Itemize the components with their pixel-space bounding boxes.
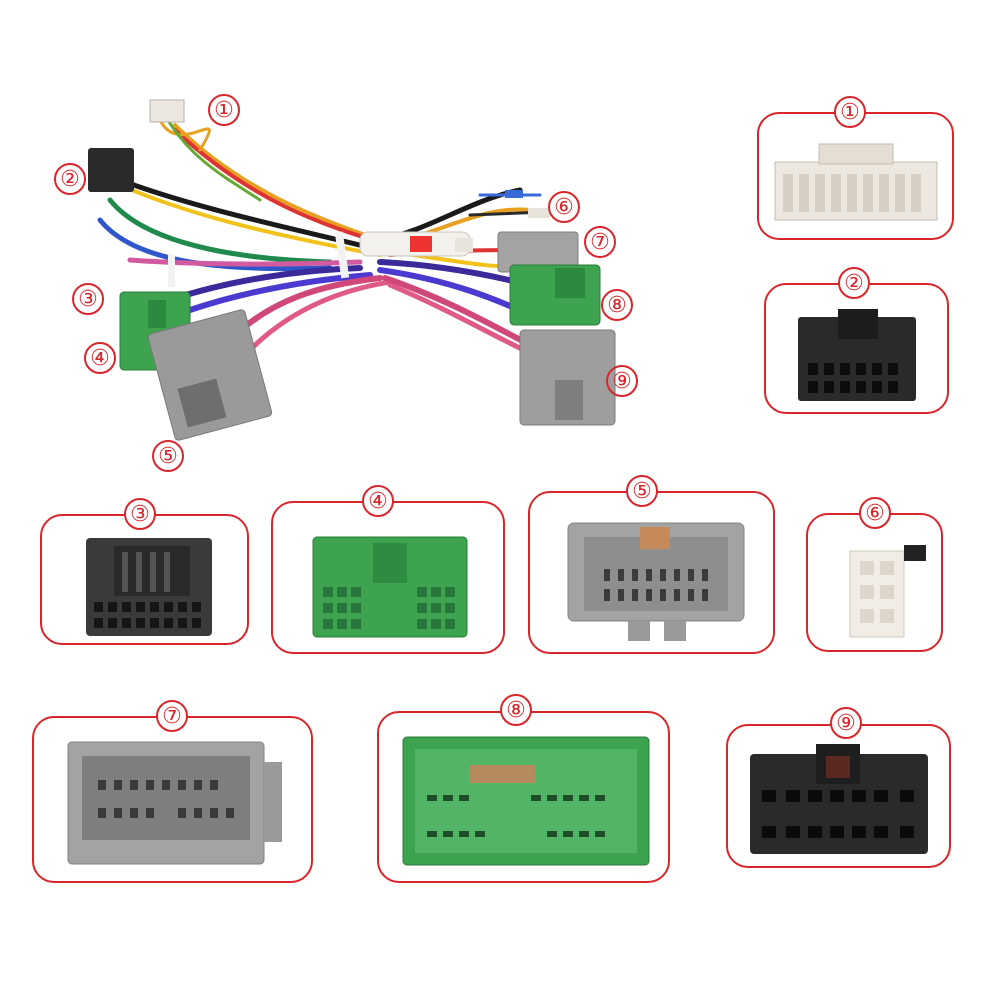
harness-label-1: ① (208, 94, 240, 126)
box-label-9: ⑨ (830, 707, 862, 739)
connector-5-box (528, 491, 775, 654)
box-label-6: ⑥ (859, 497, 891, 529)
harness-label-6: ⑥ (548, 191, 580, 223)
box-label-2: ② (838, 267, 870, 299)
harness-label-7: ⑦ (584, 226, 616, 258)
harness-label-3: ③ (72, 283, 104, 315)
connector-6-image (849, 545, 926, 638)
connector-3-image (86, 538, 212, 636)
connector-8-box (377, 711, 670, 883)
connector-9-box (726, 724, 951, 868)
connector-8-image (402, 736, 650, 866)
wire-harness-image (88, 99, 616, 441)
harness-label-2: ② (54, 163, 86, 195)
connector-9-image (750, 744, 928, 854)
connector-7-image (67, 741, 282, 865)
connector-4-box (271, 501, 505, 654)
connector-3-box (40, 514, 249, 645)
box-label-8: ⑧ (500, 694, 532, 726)
harness-label-8: ⑧ (601, 289, 633, 321)
connector-1-image (774, 143, 938, 221)
box-label-1: ① (834, 96, 866, 128)
connector-1-box (757, 112, 954, 240)
harness-label-5: ⑤ (152, 440, 184, 472)
connector-2-image (798, 309, 916, 401)
connector-4-image (312, 536, 468, 638)
connector-7-box (32, 716, 313, 883)
box-label-5: ⑤ (626, 475, 658, 507)
box-label-7: ⑦ (156, 700, 188, 732)
connector-2-box (764, 283, 949, 414)
box-label-4: ④ (362, 485, 394, 517)
harness-label-9: ⑨ (606, 365, 638, 397)
connector-5-image (567, 522, 745, 641)
connector-6-box (806, 513, 943, 652)
harness-label-4: ④ (84, 342, 116, 374)
box-label-3: ③ (124, 498, 156, 530)
